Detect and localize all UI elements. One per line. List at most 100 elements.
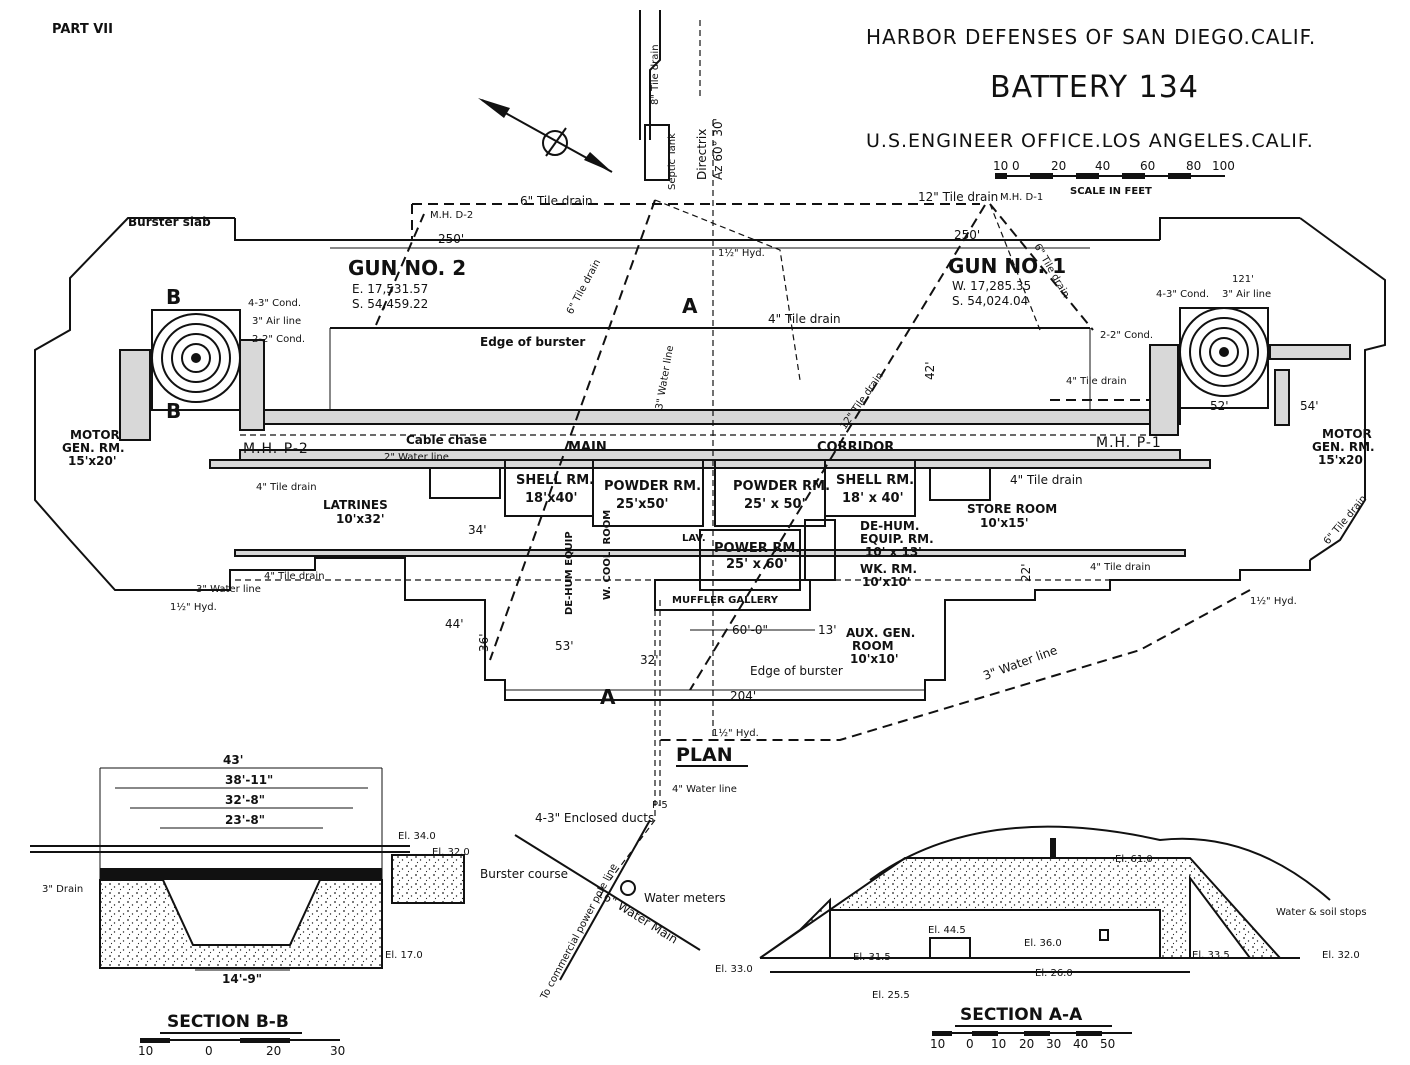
scale-tick: 0 — [1012, 159, 1020, 173]
water-line-label: 3" Water line — [981, 643, 1059, 683]
tile-drain-label: 6" Tile drain — [1322, 493, 1369, 546]
lavatory-label: LAV. — [682, 533, 706, 544]
dimension: 14'-9" — [222, 972, 262, 986]
hydrant-label: 1½" Hyd. — [170, 601, 217, 613]
elevation: El. 17.0 — [385, 950, 423, 961]
aux-gen-room-size: 10'x10' — [850, 652, 899, 666]
elevation: El. 32.0 — [1322, 950, 1360, 961]
scale-tick: 40 — [1095, 159, 1110, 173]
utility-notes: 4" Water line P-5 4-3" Enclosed ducts 16… — [535, 784, 737, 1002]
water-line-label: 2" Water line — [384, 452, 449, 463]
plan-scale-bar: 10 0 20 40 60 80 100 SCALE IN FEET — [993, 159, 1235, 197]
gun-2-southing: S. 54,459.22 — [352, 297, 428, 311]
scale-tick: 20 — [1019, 1037, 1034, 1051]
powder-room-right: POWDER RM. — [733, 479, 830, 494]
plan-view: B B 4-3" Cond. 3" Air line 2-2" Cond. 4-… — [34, 10, 1386, 981]
enclosed-ducts-label: 4-3" Enclosed ducts — [535, 811, 654, 825]
scale-tick: 50 — [1100, 1037, 1115, 1051]
elevation: El. 33.5 — [1192, 950, 1230, 961]
directrix-label: Directrix — [695, 129, 709, 180]
dimension: 13' — [818, 623, 837, 637]
work-room-label: WK. RM. — [860, 562, 917, 576]
manhole-d1: M.H. D-1 — [1000, 192, 1043, 203]
tile-drain-label: 4" Tile drain — [1010, 473, 1083, 487]
title-block: PART VII HARBOR DEFENSES OF SAN DIEGO.CA… — [52, 22, 1316, 197]
elevation: El. 44.5 — [928, 925, 966, 936]
water-meters-label: Water meters — [644, 891, 726, 905]
tile-drain-label: 4" Tile drain — [768, 312, 841, 326]
section-marker-b: B — [166, 399, 181, 423]
dimension: 23'-8" — [225, 813, 265, 827]
tile-drain-label: 4" Tile drain — [1066, 376, 1127, 387]
gun-2-easting: E. 17,531.57 — [352, 282, 428, 296]
burster-slab-label: Burster slab — [128, 215, 211, 229]
corridor-label: CORRIDOR — [817, 440, 894, 455]
latrines-size: 10'x32' — [336, 512, 385, 526]
water-meter-icon — [620, 880, 636, 896]
tile-drain-label: 6" Tile drain — [565, 258, 603, 317]
tile-drain-label: 4" Tile drain — [256, 482, 317, 493]
scale-tick: 0 — [966, 1037, 974, 1051]
p5-label: P-5 — [652, 800, 668, 811]
manhole-d2: M.H. D-2 — [430, 210, 473, 221]
dimension: 36' — [477, 633, 491, 652]
dimension: 52' — [1210, 399, 1229, 413]
aux-gen-room-label: AUX. GEN. — [846, 626, 915, 640]
scale-tick: 80 — [1186, 159, 1201, 173]
dimension: 53' — [555, 639, 574, 653]
water-line-label: 3" Water line — [196, 584, 261, 595]
gun-1-southing: S. 54,024.04 — [952, 294, 1028, 308]
dimension: 54' — [1300, 399, 1319, 413]
tile-drain-label: 4" Tile drain — [264, 571, 325, 582]
muffler-gallery-label: MUFFLER GALLERY — [672, 595, 779, 606]
gun-2-label: GUN NO. 2 — [348, 256, 466, 280]
scale-tick: 10 — [991, 1037, 1006, 1051]
scale-tick: 40 — [1073, 1037, 1088, 1051]
motor-gen-room-right: MOTOR — [1322, 427, 1372, 441]
sheet-title: HARBOR DEFENSES OF SAN DIEGO.CALIF. — [866, 25, 1316, 49]
manhole-p1: M.H. P-1 — [1096, 435, 1162, 451]
dimension: 204' — [730, 689, 756, 703]
conduit-label: 2-2" Cond. — [1100, 330, 1153, 341]
shell-room-left-size: 18'x40' — [525, 491, 578, 506]
hydrant-label: 1½" Hyd. — [718, 247, 765, 259]
plan-title: PLAN — [676, 744, 733, 766]
section-b-b: 43' 38'-11" 32'-8" 23'-8" 14'-9" El. 34.… — [30, 753, 568, 1058]
engineer-office: U.S.ENGINEER OFFICE.LOS ANGELES.CALIF. — [866, 130, 1314, 152]
powder-room-left: POWDER RM. — [604, 479, 701, 494]
section-a-a: El. 61.0 El. 44.5 El. 36.0 El. 31.5 El. … — [715, 825, 1367, 1051]
dimension: 43' — [223, 753, 243, 767]
section-marker-b: B — [166, 285, 181, 309]
section-a-a-title: SECTION A-A — [960, 1005, 1083, 1025]
dimension: 121' — [1232, 274, 1254, 285]
scale-tick: 20 — [266, 1044, 281, 1058]
gun-2-emplacement: B B 4-3" Cond. 3" Air line 2-2" Cond. — [119, 285, 305, 441]
section-marker-a: A — [682, 294, 698, 318]
dimension: 34' — [468, 523, 487, 537]
elevation: El. 32.0 — [432, 847, 470, 858]
tile-drain-label: 4" Tile drain — [1090, 562, 1151, 573]
dehum-room-label: DE-HUM. — [860, 519, 919, 533]
scale-tick: 30 — [1046, 1037, 1061, 1051]
motor-gen-room-right-2: GEN. RM. — [1312, 440, 1375, 454]
dimension: 32'-8" — [225, 793, 265, 807]
power-line-label: To commercial power pole line — [538, 862, 620, 1002]
elevation: El. 36.0 — [1024, 938, 1062, 949]
elevation: El. 31.5 — [853, 952, 891, 963]
scale-tick: 20 — [1051, 159, 1066, 173]
elevation: El. 26.0 — [1035, 968, 1073, 979]
elevation: El. 61.0 — [1115, 854, 1153, 865]
water-cooling-room-label: W. COOL. ROOM — [602, 510, 613, 600]
power-room: POWER RM. — [714, 541, 800, 556]
scale-tick: 10 — [138, 1044, 153, 1058]
hydrant-label: 1½" Hyd. — [1250, 595, 1297, 607]
aux-gen-room-label-2: ROOM — [852, 639, 894, 653]
dimension: 22' — [1019, 563, 1033, 582]
scale-tick: 60 — [1140, 159, 1155, 173]
dehum-equip-left-label: DE-HUM EQUIP — [564, 531, 575, 615]
manhole-p2: M.H. P-2 — [243, 441, 309, 457]
drain-label: 3" Drain — [42, 884, 83, 895]
burster-course-label: Burster course — [480, 867, 568, 881]
work-room-size: 10'x10' — [862, 575, 911, 589]
